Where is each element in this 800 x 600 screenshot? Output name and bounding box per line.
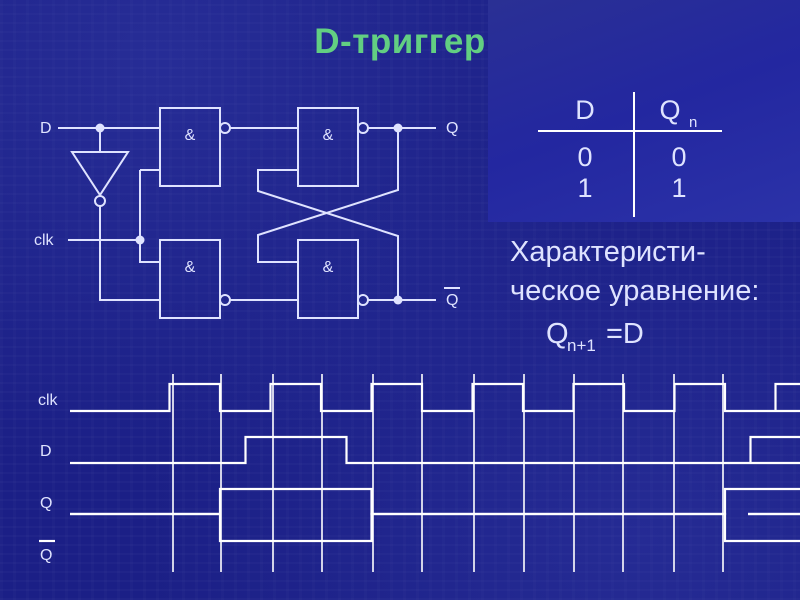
table-header-q: Q bbox=[659, 95, 680, 125]
equation-lhs: Q bbox=[546, 318, 569, 350]
table-cell: 1 bbox=[577, 173, 592, 203]
table-header-d: D bbox=[575, 95, 595, 125]
chip-photo-panel bbox=[488, 0, 800, 222]
nand-bubble-2 bbox=[219, 294, 231, 306]
table-cell: 0 bbox=[577, 142, 592, 172]
nand-bubble-1 bbox=[219, 122, 231, 134]
timing-wave-d bbox=[70, 435, 800, 465]
gate-1-symbol: & bbox=[185, 127, 196, 144]
equation-formula: Q n+1 =D bbox=[546, 318, 644, 355]
wire-clk bbox=[68, 169, 160, 263]
wire-q-output bbox=[257, 127, 436, 263]
junction-dot bbox=[393, 295, 403, 305]
junction-dot bbox=[135, 235, 145, 245]
nand-gate-1 bbox=[159, 107, 221, 187]
nand-gate-3 bbox=[297, 107, 359, 187]
nand-gate-4 bbox=[297, 239, 359, 319]
slide-title: D-триггер bbox=[314, 22, 486, 61]
label-q: Q bbox=[446, 120, 458, 137]
timing-wave-q bbox=[70, 487, 800, 516]
table-cell: 1 bbox=[671, 173, 686, 203]
gate-4-symbol: & bbox=[323, 259, 334, 276]
wire-q-bar-output bbox=[257, 169, 436, 301]
timing-label-clk: clk bbox=[38, 392, 59, 409]
equation-line-1: Характеристи- bbox=[510, 236, 706, 268]
label-clk: clk bbox=[34, 232, 55, 249]
nand-gate-2 bbox=[159, 239, 221, 319]
label-q-bar: Q bbox=[446, 292, 458, 309]
timing-label-q: Q bbox=[40, 495, 52, 512]
equation-line-2: ческое уравнение: bbox=[510, 275, 760, 307]
timing-wave-q-bar bbox=[70, 512, 800, 543]
wire-d-input bbox=[58, 127, 160, 152]
timing-label-d: D bbox=[40, 443, 52, 460]
gate-3-symbol: & bbox=[323, 127, 334, 144]
equation-rhs: =D bbox=[606, 318, 644, 350]
nand-bubble-4 bbox=[357, 294, 369, 306]
equation-subscript: n+1 bbox=[567, 336, 596, 355]
circuit: D clk Q Q & & & & bbox=[34, 107, 460, 319]
timing-label-q-bar: Q bbox=[40, 547, 52, 564]
wire-inverter-out bbox=[99, 206, 160, 301]
junction-dot bbox=[95, 123, 105, 133]
table-header-sub: n bbox=[689, 114, 697, 131]
inverter-bubble bbox=[94, 195, 106, 207]
gate-2-symbol: & bbox=[185, 259, 196, 276]
table-cell: 0 bbox=[671, 142, 686, 172]
junction-dot bbox=[393, 123, 403, 133]
inverter bbox=[70, 151, 130, 197]
truth-table: D Q n 0 0 1 1 bbox=[538, 92, 722, 217]
timing-wave-clk bbox=[70, 382, 800, 413]
timing-diagram: clk D Q Q bbox=[38, 374, 800, 572]
nand-bubble-3 bbox=[357, 122, 369, 134]
label-d: D bbox=[40, 120, 52, 137]
